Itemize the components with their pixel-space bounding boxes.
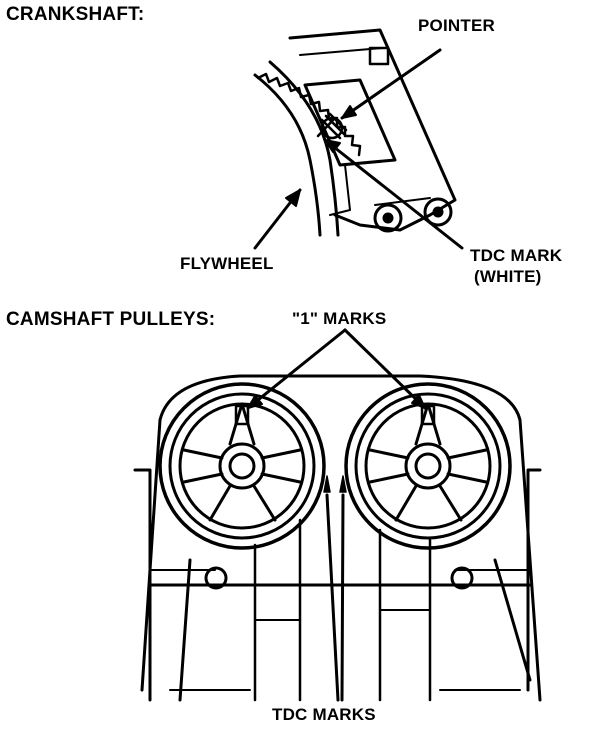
pointer-label: POINTER [418, 16, 495, 35]
crankshaft-heading: CRANKSHAFT: [6, 4, 145, 25]
right-camshaft-pulley [344, 382, 512, 550]
flywheel-teeth [256, 72, 362, 157]
camshaft-heading: CAMSHAFT PULLEYS: [6, 309, 216, 330]
cylinder-head [133, 468, 542, 702]
engine-housing [288, 28, 457, 232]
crankshaft-view [253, 28, 464, 250]
flywheel-ring [253, 73, 322, 237]
tdc-marks-arrow-right [340, 493, 345, 702]
one-marks-arrow-left [246, 328, 347, 410]
tdc-marks-label: TDC MARKS [272, 705, 376, 724]
one-marks-label: "1" MARKS [292, 309, 387, 328]
tdc-mark-left [323, 475, 331, 493]
tdc-mark-label: TDC MARK [470, 246, 563, 265]
tdc-mark-right [339, 475, 347, 493]
tdc-mark-note: (WHITE) [474, 267, 542, 286]
timing-belt [158, 374, 542, 702]
pointer-arrow [340, 48, 442, 120]
tdc-marks-arrow-left [325, 493, 340, 702]
tdc-mark-arrow [323, 138, 464, 250]
camshaft-view [133, 328, 542, 702]
left-camshaft-pulley [158, 382, 326, 550]
right-one-mark [420, 404, 436, 426]
flywheel-label: FLYWHEEL [180, 254, 274, 273]
one-marks-arrow-right [343, 328, 427, 410]
left-one-mark [234, 404, 250, 426]
